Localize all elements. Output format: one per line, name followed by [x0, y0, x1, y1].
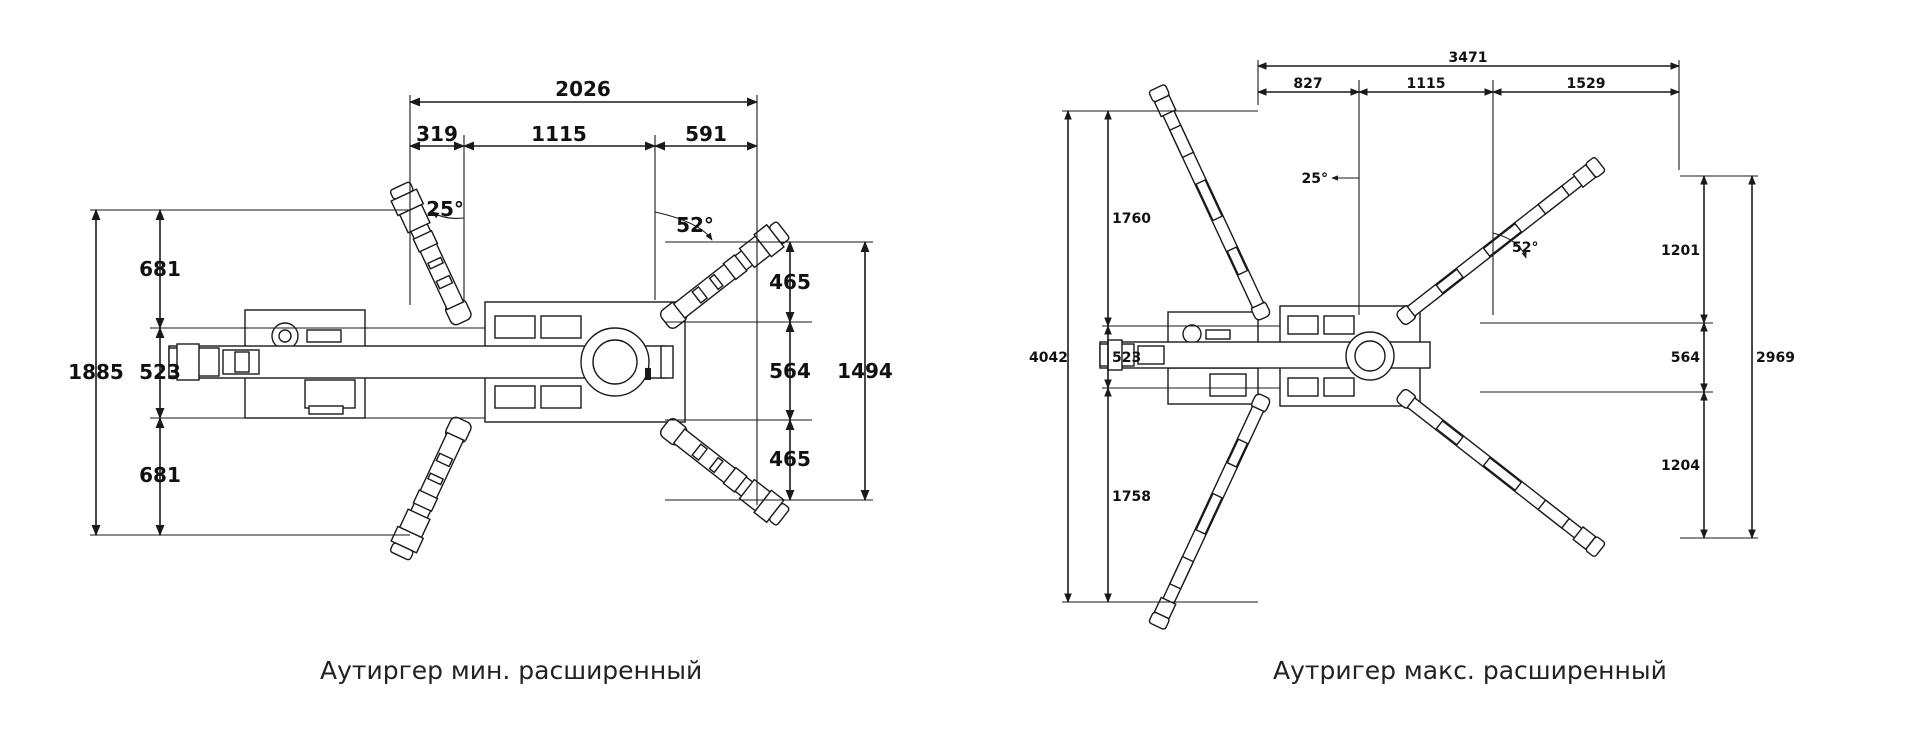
- dim-right-total-max: 2969: [1756, 350, 1795, 366]
- caption-max: Аутригер макс. расширенный: [1273, 656, 1667, 685]
- outrigger-min-drawing: 2026 319 1115 591 25° 52° 1885 681 523 6…: [68, 77, 893, 563]
- dim-left-total-max: 4042: [1029, 350, 1068, 366]
- dim-left-offset-max: 827: [1293, 76, 1322, 92]
- angle-left-min: 25°: [426, 197, 464, 221]
- dim-left-top-max: 1760: [1112, 211, 1151, 227]
- outrigger-min-panel: 2026 319 1115 591 25° 52° 1885 681 523 6…: [68, 77, 893, 685]
- dim-left-mid-min: 523: [139, 360, 181, 384]
- outrigger-rear-right-min: [655, 413, 793, 530]
- machine-body-max: [1099, 305, 1431, 407]
- outrigger-rear-right-max: [1393, 386, 1607, 559]
- outrigger-front-left-max: [1147, 83, 1273, 323]
- dim-right-offset-max: 1529: [1567, 76, 1606, 92]
- dim-right-bottom-max: 1204: [1661, 458, 1700, 474]
- angle-right-min: 52°: [676, 213, 714, 237]
- caption-min: Аутиргер мин. расширенный: [320, 656, 703, 685]
- dim-left-total-min: 1885: [68, 360, 124, 384]
- outrigger-rear-left-min: [386, 413, 477, 563]
- dim-right-mid-max: 564: [1671, 350, 1700, 366]
- dim-right-top-min: 465: [769, 270, 811, 294]
- dim-left-mid-max: 523: [1112, 350, 1141, 366]
- dim-left-bottom-min: 681: [139, 463, 181, 487]
- dim-total-width-max: 3471: [1449, 50, 1488, 66]
- outrigger-rear-left-max: [1147, 391, 1273, 631]
- machine-body-min: [168, 301, 686, 423]
- dim-center-span-max: 1115: [1407, 76, 1446, 92]
- outrigger-max-panel: 3471 827 1115 1529 25° 52° 4042 1760 523…: [960, 0, 1920, 755]
- dim-left-top-min: 681: [139, 257, 181, 281]
- dim-right-mid-min: 564: [769, 359, 811, 383]
- angle-left-max: 25°: [1302, 171, 1328, 187]
- dim-left-bottom-max: 1758: [1112, 489, 1151, 505]
- dim-center-span-min: 1115: [531, 122, 587, 146]
- dim-right-offset-min: 591: [685, 122, 727, 146]
- dim-right-top-max: 1201: [1661, 243, 1700, 259]
- dim-total-width-min: 2026: [555, 77, 611, 101]
- outrigger-front-right-max: [1393, 155, 1607, 328]
- outrigger-max-drawing: 3471 827 1115 1529 25° 52° 4042 1760 523…: [1029, 50, 1795, 631]
- angle-right-max: 52°: [1512, 240, 1538, 256]
- dim-right-total-min: 1494: [837, 359, 893, 383]
- dim-left-offset-min: 319: [416, 122, 458, 146]
- dim-right-bottom-min: 465: [769, 447, 811, 471]
